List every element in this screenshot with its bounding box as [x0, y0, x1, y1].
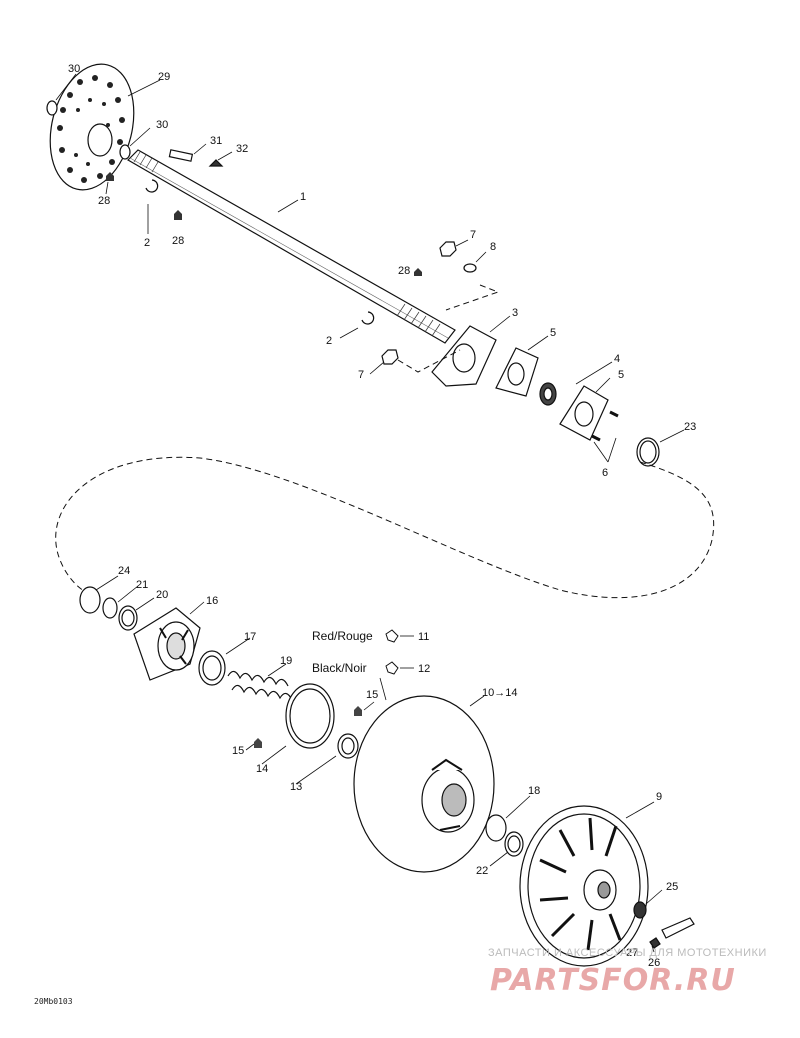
dashed-guides: [55, 284, 715, 599]
label-32: 32: [236, 143, 248, 155]
callout-black-noir: Black/Noir: [312, 661, 367, 675]
leader-lines: [55, 73, 685, 953]
label-16: 16: [206, 595, 218, 607]
label-12: 12: [418, 663, 430, 675]
label-6: 6: [602, 467, 608, 479]
label-21: 21: [136, 579, 148, 591]
label-2-mid: 2: [326, 335, 332, 347]
label-20: 20: [156, 589, 168, 601]
nut-28: [106, 172, 114, 181]
label-28-c: 28: [398, 265, 410, 277]
callout-red-rouge: Red/Rouge: [312, 629, 373, 643]
label-7-top: 7: [470, 229, 476, 241]
label-24: 24: [118, 565, 130, 577]
label-9: 9: [656, 791, 662, 803]
label-5-b: 5: [618, 369, 624, 381]
drive-disc: [46, 63, 135, 191]
label-11: 11: [418, 631, 429, 643]
label-26: 26: [648, 957, 660, 969]
label-23: 23: [684, 421, 696, 433]
nut-28-c: [414, 268, 422, 276]
label-19: 19: [280, 655, 292, 667]
label-8: 8: [490, 241, 496, 253]
nut-28-b: [174, 210, 182, 220]
label-29: 29: [158, 71, 170, 83]
label-3: 3: [512, 307, 518, 319]
shaft: [127, 149, 456, 344]
label-2-top: 2: [144, 237, 150, 249]
lower-assembly: [79, 586, 695, 967]
watermark-text: ЗАПЧАСТИ И АКСЕССУАРЫ ДЛЯ МОТОТЕХНИКИ: [488, 947, 767, 959]
label-27: 27: [626, 947, 638, 959]
label-13: 13: [290, 781, 302, 793]
label-30-a: 30: [68, 63, 80, 75]
label-15-a: 15: [366, 689, 378, 701]
nut-15-b: [254, 738, 262, 748]
label-1: 1: [300, 191, 306, 203]
label-30-b: 30: [156, 119, 168, 131]
watermark-logo: PARTSFOR.RU: [490, 963, 736, 998]
label-5-a: 5: [550, 327, 556, 339]
label-18: 18: [528, 785, 540, 797]
label-17: 17: [244, 631, 256, 643]
label-22: 22: [476, 865, 488, 877]
figure-code: 20Mb0103: [34, 997, 73, 1006]
label-7-mid: 7: [358, 369, 364, 381]
label-10-14: 10→14: [482, 687, 517, 699]
cap-red: [385, 629, 399, 643]
part-labels: 1 2 2 3 4 5 5 6 7 7 8 9 10→14 11 12 13 1…: [68, 63, 696, 969]
nut-15-a: [354, 706, 362, 716]
label-28-a: 28: [98, 195, 110, 207]
cap-black: [385, 661, 399, 675]
bearing-assembly: [381, 241, 660, 467]
label-14: 14: [256, 763, 268, 775]
label-28-b: 28: [172, 235, 184, 247]
label-4: 4: [614, 353, 620, 365]
label-15-b: 15: [232, 745, 244, 757]
label-31: 31: [210, 135, 222, 147]
label-25: 25: [666, 881, 678, 893]
